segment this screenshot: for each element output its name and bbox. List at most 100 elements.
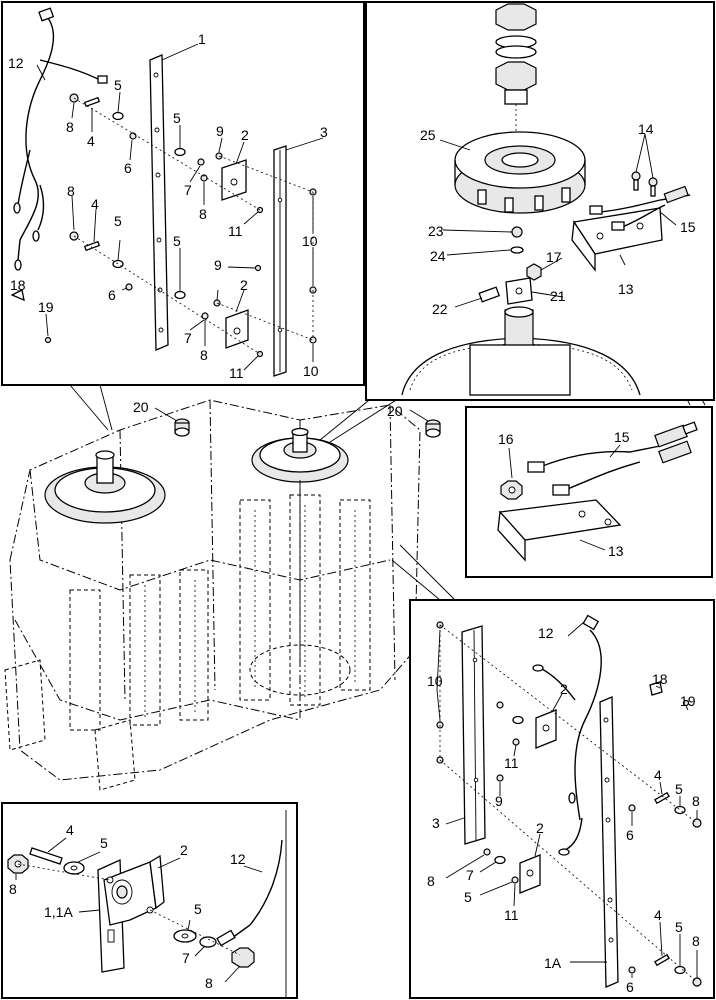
callout-11: 11 [228,223,243,239]
callout-18: 18 [10,277,26,293]
center-disc-assembly [249,427,351,696]
mounting-bar-3-br [461,625,486,845]
callout-19: 19 [38,299,54,315]
callout-3: 3 [320,124,328,140]
callout-4: 4 [91,196,99,212]
top-right-detail-frame: 25 14 15 23 24 17 13 22 21 [365,1,715,401]
callout-13: 13 [608,543,624,559]
callout-6: 6 [124,160,132,176]
callout-20-left: 20 [133,399,149,415]
callout-23: 23 [428,223,444,239]
callout-6: 6 [626,827,634,843]
callout-17: 17 [546,249,562,265]
top-left-detail-frame: 1 12 5 8 4 5 9 2 3 6 7 8 11 10 8 4 5 5 9… [1,1,365,386]
callout-2: 2 [536,820,544,836]
callout-20-right: 20 [387,403,403,419]
bracket-assembly [97,854,165,973]
callout-5: 5 [114,213,122,229]
callout-12: 12 [230,851,246,867]
callout-24: 24 [430,248,446,264]
callout-5: 5 [114,77,122,93]
wire-harness-br [532,614,602,856]
callout-15: 15 [614,429,630,445]
inset-nut [500,480,523,500]
callout-10: 10 [302,233,318,249]
callout-6: 6 [108,287,116,303]
alignment-lines-bottom-left [17,863,241,956]
left-disc-assembly [44,450,166,524]
mounting-bar-1 [149,54,169,351]
fasteners-br [436,621,702,987]
sensor-bracket-13 [571,207,663,272]
callout-1-1A: 1,1A [44,904,73,920]
callout-25: 25 [420,127,436,143]
callout-11: 11 [504,907,519,923]
inset-bracket [497,499,622,562]
callout-3: 3 [432,815,440,831]
callout-leaders-bottom-left [15,837,263,983]
sensor-cable [589,185,691,231]
callout-22: 22 [432,301,448,317]
callout-18: 18 [652,671,668,687]
callout-13: 13 [618,281,634,297]
callout-leaders-top-left [17,43,324,371]
callout-2: 2 [560,681,568,697]
callout-4: 4 [87,133,95,149]
callout-7: 7 [184,182,192,198]
callout-5: 5 [464,889,472,905]
callout-8: 8 [427,873,435,889]
inset-cable [527,421,698,496]
bottom-right-detail-frame: 10 12 2 18 19 3 11 9 4 5 8 6 2 8 7 5 11 … [409,599,715,999]
column-assemblies [69,494,371,731]
callout-8: 8 [200,347,208,363]
wire-12-bottom-left [216,810,287,998]
callout-21: 21 [550,288,566,304]
callout-5: 5 [675,919,683,935]
callout-7: 7 [182,950,190,966]
pulley-25 [454,131,586,214]
callout-10: 10 [427,673,443,689]
callout-2: 2 [180,842,188,858]
bottom-left-detail-frame: 4 5 2 12 8 5 1,1A 7 8 [1,802,298,999]
callout-8: 8 [205,975,213,991]
callout-12: 12 [8,55,24,71]
bushing-right [425,419,441,438]
callout-5: 5 [194,901,202,917]
callout-14: 14 [638,121,654,137]
callout-10: 10 [303,363,319,379]
callout-8: 8 [692,933,700,949]
sprocket-base [401,306,641,396]
callout-8: 8 [692,793,700,809]
sensor-inset-frame: 16 15 13 [465,406,713,578]
callout-9: 9 [214,257,222,273]
callout-1A: 1A [544,955,562,971]
callout-9: 9 [216,123,224,139]
callout-leaders-br [436,621,698,978]
callout-1: 1 [198,31,206,47]
callout-2: 2 [241,127,249,143]
callout-19: 19 [680,693,696,709]
alignment-lines-br [439,624,698,983]
callout-15: 15 [680,219,696,235]
nut-stack [495,3,537,140]
callout-11: 11 [229,365,244,381]
callout-6: 6 [626,979,634,995]
callout-8: 8 [66,119,74,135]
wire-harness [13,7,108,271]
callout-11: 11 [504,755,519,771]
small-hardware-top-right [478,226,542,305]
callout-4: 4 [66,822,74,838]
callout-2: 2 [240,277,248,293]
callout-4: 4 [654,907,662,923]
bushing-left [174,418,190,437]
callout-7: 7 [184,330,192,346]
callout-7: 7 [466,867,474,883]
callout-5: 5 [100,835,108,851]
callout-16: 16 [498,431,514,447]
callout-leaders-top-right [439,133,677,308]
fasteners-top-left [10,93,317,358]
callout-12: 12 [538,625,554,641]
callout-5: 5 [173,233,181,249]
callout-8: 8 [9,881,17,897]
